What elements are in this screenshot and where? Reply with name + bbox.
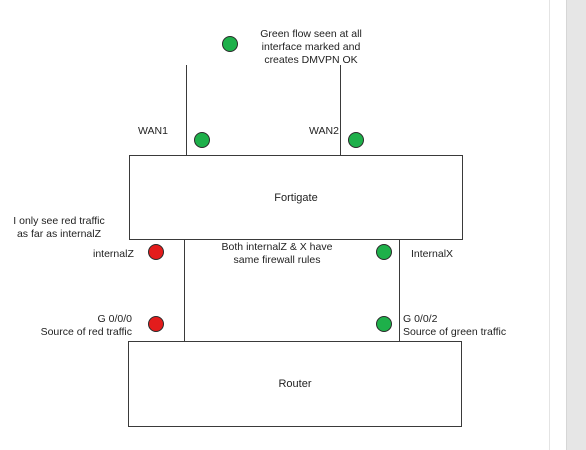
g000-label: G 0/0/0 Source of red traffic <box>20 313 132 339</box>
g000-desc: Source of red traffic <box>40 326 132 338</box>
internal-x-status-dot <box>376 244 392 260</box>
diagram-canvas: Fortigate Router Green flow seen at all … <box>6 28 507 427</box>
green-flow-line-3: creates DMVPN OK <box>264 54 358 66</box>
firewall-rules-note: Both internalZ & X have same firewall ru… <box>212 241 342 267</box>
internal-x-link <box>399 239 400 342</box>
internal-x-label: InternalX <box>411 248 454 260</box>
g002-label: G 0/0/2 Source of green traffic <box>403 313 506 339</box>
router-box: Router <box>128 341 462 427</box>
internal-z-label: internalZ <box>93 248 134 260</box>
rules-line-1: Both internalZ & X have <box>221 241 333 253</box>
rules-line-2: same firewall rules <box>233 254 321 266</box>
fortigate-box: Fortigate <box>129 155 463 240</box>
vertical-scrollbar[interactable] <box>566 0 586 450</box>
g000-name: G 0/0/0 <box>97 313 132 325</box>
wan2-label: WAN2 <box>309 125 339 137</box>
g002-desc: Source of green traffic <box>403 326 507 338</box>
green-flow-line-1: Green flow seen at all <box>260 28 362 40</box>
router-label: Router <box>278 378 312 390</box>
internal-z-status-dot <box>148 244 164 260</box>
red-traffic-line-2: as far as internalZ <box>16 228 102 240</box>
wan2-status-dot <box>348 132 364 148</box>
g002-name: G 0/0/2 <box>403 313 438 325</box>
g000-status-dot <box>148 316 164 332</box>
internal-z-link <box>184 239 185 342</box>
g002-status-dot <box>376 316 392 332</box>
wan1-link <box>186 65 187 155</box>
red-traffic-line-1: I only see red traffic <box>13 215 105 227</box>
green-flow-note: Green flow seen at all interface marked … <box>246 28 376 67</box>
green-flow-line-2: interface marked and <box>261 41 361 53</box>
wan2-link <box>340 65 341 155</box>
legend-green-status-dot <box>222 36 238 52</box>
page-edge <box>549 0 550 450</box>
red-traffic-note: I only see red traffic as far as interna… <box>6 215 112 241</box>
fortigate-label: Fortigate <box>274 191 318 204</box>
wan1-label: WAN1 <box>138 125 168 137</box>
wan1-status-dot <box>194 132 210 148</box>
